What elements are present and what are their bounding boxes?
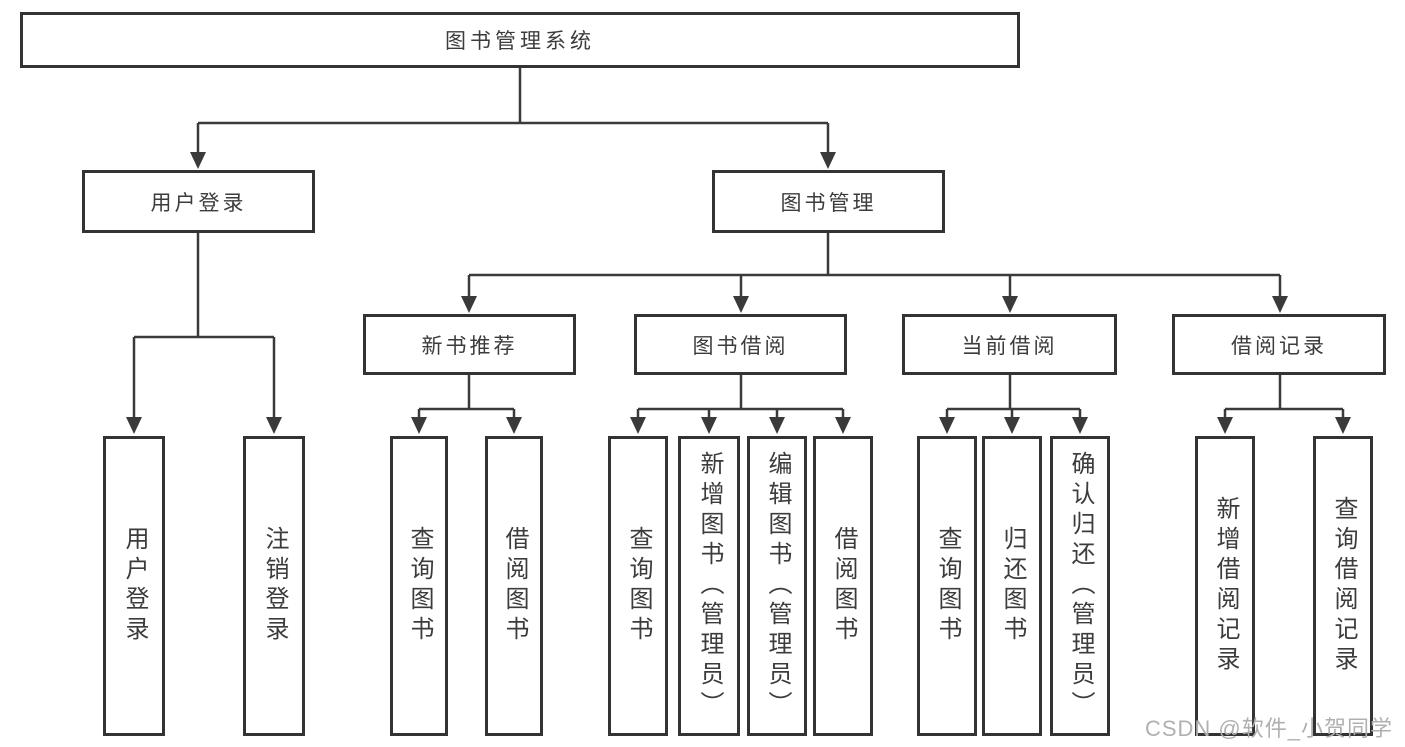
connector-current-to-leaves <box>945 375 1082 420</box>
node-label: 查询图书 <box>406 526 433 646</box>
connector-records-to-leaves <box>1223 375 1345 420</box>
node-new-book-recommend: 新书推荐 <box>363 314 576 375</box>
leaf-query-books-current: 查询图书 <box>917 436 977 736</box>
node-label: 用户登录 <box>150 191 247 215</box>
node-user-login: 用户登录 <box>82 170 315 233</box>
node-label: 新书推荐 <box>421 334 518 358</box>
node-current-borrow: 当前借阅 <box>902 314 1117 375</box>
arrowhead-icon <box>1272 296 1288 313</box>
node-label: 注销登录 <box>261 526 288 646</box>
arrowhead-icon <box>1004 417 1020 434</box>
arrowhead-icon <box>461 296 477 313</box>
arrowhead-icon <box>126 417 142 434</box>
leaf-query-borrow-record: 查询借阅记录 <box>1313 436 1373 736</box>
connector-user-login-to-leaves <box>132 233 276 419</box>
leaf-borrow-books-recommend: 借阅图书 <box>485 436 543 736</box>
node-label: 图书管理系统 <box>445 30 595 53</box>
node-label: 用户登录 <box>121 526 148 646</box>
node-label: 编辑图书（管理员） <box>764 451 791 721</box>
connector-borrow-to-leaves <box>636 375 845 420</box>
arrowhead-icon <box>411 417 427 434</box>
arrowhead-icon <box>190 152 206 169</box>
leaf-logout: 注销登录 <box>243 436 305 736</box>
node-label: 借阅记录 <box>1231 334 1327 358</box>
leaf-add-books-admin: 新增图书（管理员） <box>678 436 740 736</box>
node-label: 归还图书 <box>999 526 1026 646</box>
arrowhead-icon <box>769 417 785 434</box>
node-label: 当前借阅 <box>961 334 1058 358</box>
arrowhead-icon <box>835 417 851 434</box>
leaf-return-books: 归还图书 <box>982 436 1042 736</box>
arrowhead-icon <box>506 417 522 434</box>
node-label: 借阅图书 <box>830 526 857 646</box>
leaf-confirm-return-admin: 确认归还（管理员） <box>1050 436 1110 736</box>
leaf-add-borrow-record: 新增借阅记录 <box>1195 436 1255 736</box>
node-label: 确认归还（管理员） <box>1067 451 1094 721</box>
arrowhead-icon <box>820 152 836 169</box>
node-label: 查询借阅记录 <box>1330 496 1357 676</box>
arrowhead-icon <box>939 417 955 434</box>
node-label: 图书借阅 <box>692 334 789 358</box>
leaf-user-login: 用户登录 <box>103 436 165 736</box>
arrowhead-icon <box>733 296 749 313</box>
connector-new-book-to-leaves <box>417 375 516 420</box>
arrowhead-icon <box>1072 417 1088 434</box>
node-label: 借阅图书 <box>501 526 528 646</box>
arrowhead-icon <box>1335 417 1351 434</box>
arrowhead-icon <box>701 417 717 434</box>
node-label: 图书管理 <box>780 191 877 215</box>
node-book-management: 图书管理 <box>712 170 945 233</box>
node-library-system: 图书管理系统 <box>20 12 1020 68</box>
connector-root-to-level2 <box>196 68 830 154</box>
node-label: 查询图书 <box>934 526 961 646</box>
leaf-edit-books-admin: 编辑图书（管理员） <box>747 436 807 736</box>
connector-book-mgmt-to-level3 <box>467 233 1282 299</box>
arrowhead-icon <box>1002 296 1018 313</box>
csdn-watermark: CSDN @软件_小贺同学 <box>1144 716 1393 741</box>
node-label: 新增图书（管理员） <box>696 451 723 721</box>
arrowhead-icon <box>630 417 646 434</box>
leaf-borrow-books: 借阅图书 <box>813 436 873 736</box>
node-label: 新增借阅记录 <box>1212 496 1239 676</box>
arrowhead-icon <box>266 417 282 434</box>
leaf-query-books-borrow: 查询图书 <box>608 436 668 736</box>
leaf-query-books-recommend: 查询图书 <box>390 436 448 736</box>
node-label: 查询图书 <box>625 526 652 646</box>
node-borrow-records: 借阅记录 <box>1172 314 1386 375</box>
arrowhead-icon <box>1217 417 1233 434</box>
node-book-borrow: 图书借阅 <box>634 314 847 375</box>
